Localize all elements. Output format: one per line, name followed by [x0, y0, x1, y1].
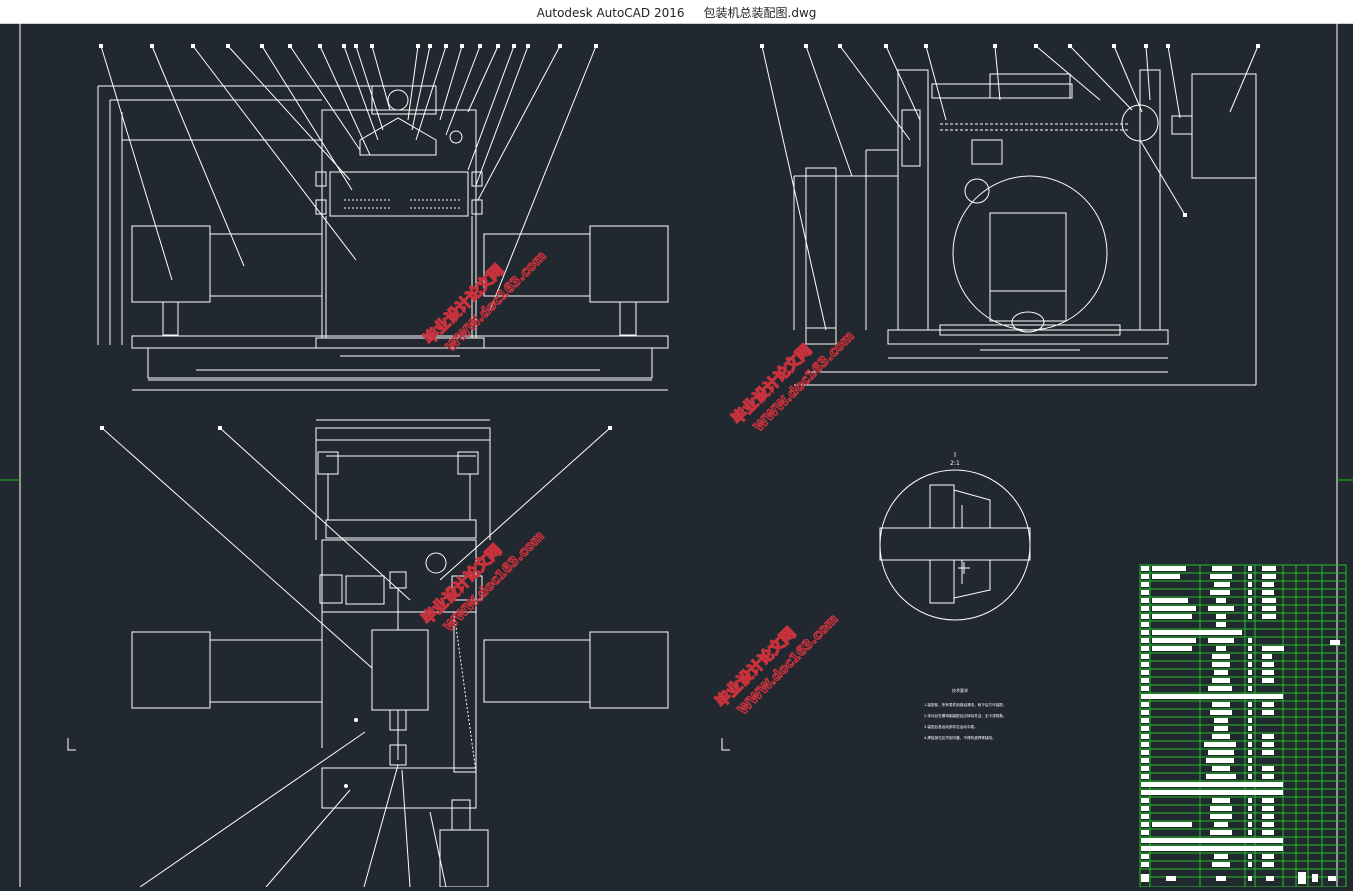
note-4: 4.焊接部位应牢固可靠，不得有虚焊等缺陷。 [924, 735, 996, 740]
top-view-balloons [100, 426, 612, 788]
ucs-icons [67, 738, 730, 751]
detail-view-scale: 2:1 [950, 460, 960, 467]
note-1: 1.装配前，所有零件用煤油清洗，晾干后方可装配。 [924, 702, 1007, 707]
front-view [97, 45, 669, 391]
note-3: 3.装配后各运动部件应运动平稳。 [924, 724, 978, 729]
top-view [101, 419, 669, 888]
title-bar: Autodesk AutoCAD 2016 包装机总装配图.dwg [0, 0, 1353, 24]
front-view-balloons [99, 44, 598, 48]
notes-title: 技术要求 [952, 687, 968, 693]
drawing-frame [19, 23, 1338, 887]
bom-entries [1141, 566, 1340, 884]
watermark-4: 毕业设计论文网 WWW.doc163.com [711, 611, 842, 719]
watermark-3: 毕业设计论文网 WWW.doc163.com [417, 528, 548, 636]
note-2: 2.传动丝杠螺母副装配后应转动灵活，无卡滞现象。 [924, 713, 1007, 718]
watermark-1: 毕业设计论文网 WWW.doc163.com [419, 248, 550, 356]
side-view-balloons [760, 44, 1260, 217]
drawing-canvas[interactable]: I 2:1 技术要求 1.装配前，所有零件用煤油清洗，晾干后方可装配。 2.传动… [0, 23, 1353, 888]
detail-view-label: I [954, 451, 956, 459]
bill-of-materials [1139, 564, 1347, 888]
window-title: Autodesk AutoCAD 2016 包装机总装配图.dwg [536, 6, 817, 20]
watermark-2: 毕业设计论文网 WWW.doc163.com [727, 328, 858, 436]
side-view [761, 45, 1259, 386]
detail-view [879, 469, 1031, 621]
